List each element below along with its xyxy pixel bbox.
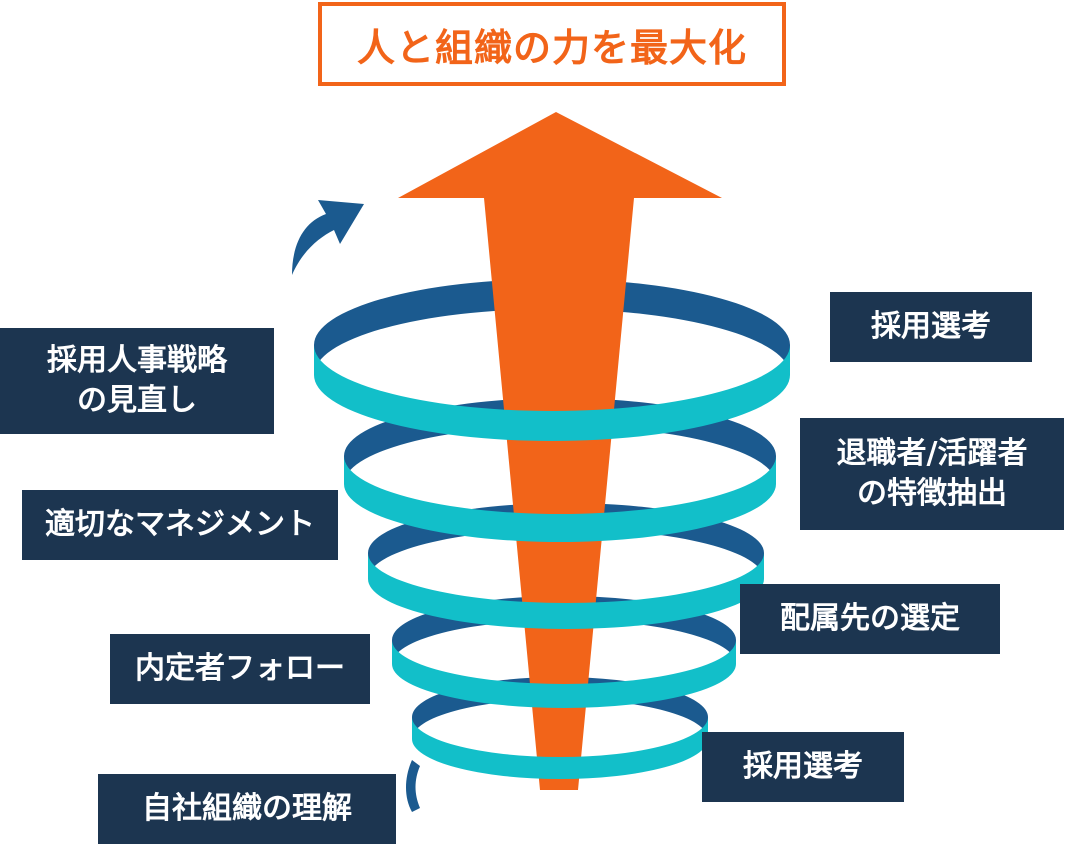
small-curved-arrow-icon	[292, 200, 364, 275]
left-label-management: 適切なマネジメント	[22, 490, 338, 560]
left-label-org-understanding: 自社組織の理解	[98, 774, 396, 844]
right-label-selection-top: 採用選考	[830, 292, 1032, 362]
right-label-selection-bottom: 採用選考	[702, 732, 904, 802]
right-label-placement: 配属先の選定	[740, 584, 1000, 654]
left-label-strategy: 採用人事戦略の見直し	[0, 328, 274, 434]
right-label-retiree-analysis: 退職者/活躍者の特徴抽出	[800, 418, 1064, 530]
page-title: 人と組織の力を最大化	[318, 2, 786, 86]
left-label-offer-follow: 内定者フォロー	[110, 634, 370, 704]
spiral-tail	[406, 760, 420, 812]
